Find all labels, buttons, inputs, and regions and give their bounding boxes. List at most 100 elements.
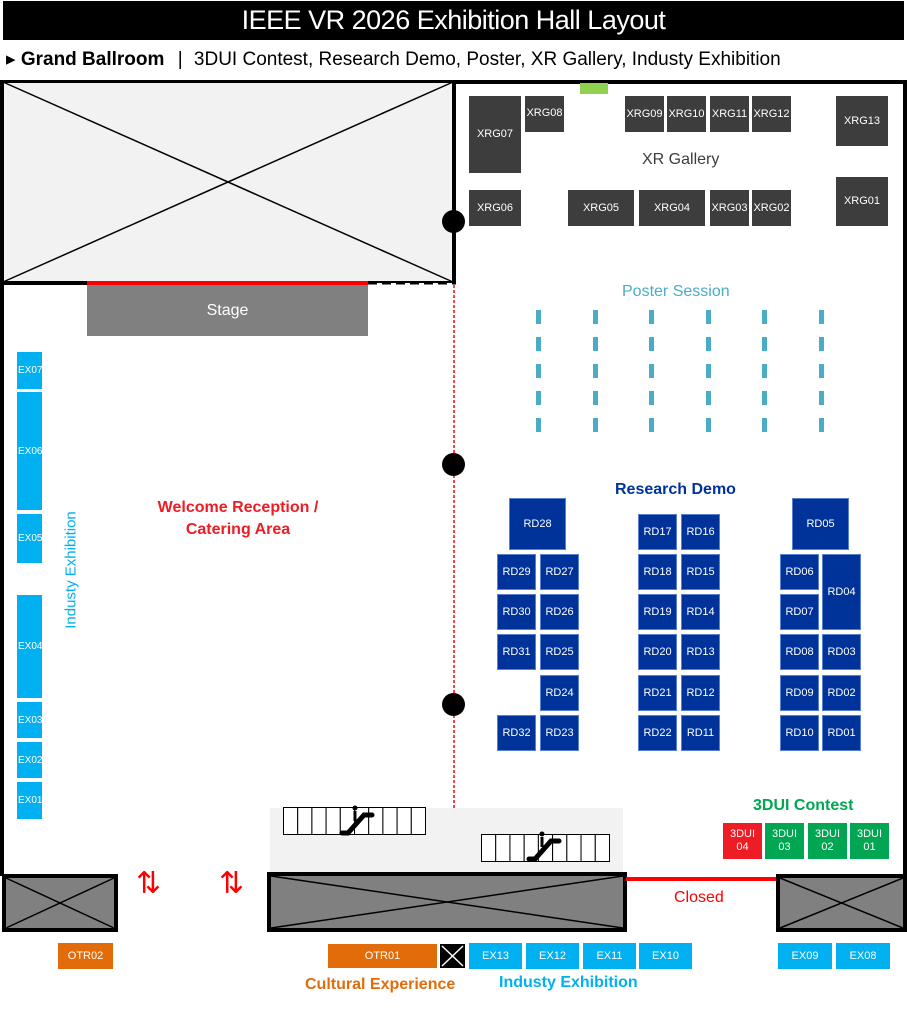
booth-otr01[interactable]: OTR01 [328,944,437,968]
booth-ex04[interactable]: EX04 [17,595,42,698]
poster-board[interactable] [536,418,541,432]
poster-board[interactable] [762,364,767,378]
booth-xrg04[interactable]: XRG04 [639,190,705,226]
poster-board[interactable] [762,337,767,351]
booth-xrg01[interactable]: XRG01 [836,177,888,226]
booth-3dui01[interactable]: 3DUI 01 [850,823,889,859]
booth-rd26[interactable]: RD26 [540,594,579,630]
booth-xrg06[interactable]: XRG06 [469,190,521,226]
booth-xrg02[interactable]: XRG02 [752,190,791,226]
poster-board[interactable] [706,337,711,351]
booth-xrg08[interactable]: XRG08 [525,96,564,132]
poster-board[interactable] [819,310,824,324]
booth-xrg13[interactable]: XRG13 [836,96,888,146]
booth-rd21[interactable]: RD21 [638,675,677,711]
booth-rd18[interactable]: RD18 [638,554,677,590]
booth-rd10[interactable]: RD10 [780,715,819,751]
booth-3dui02[interactable]: 3DUI 02 [808,823,847,859]
booth-rd31[interactable]: RD31 [497,634,536,670]
booth-rd13[interactable]: RD13 [681,634,720,670]
booth-rd07[interactable]: RD07 [780,594,819,630]
poster-board[interactable] [706,310,711,324]
booth-xrg11[interactable]: XRG11 [710,96,749,132]
poster-board[interactable] [706,364,711,378]
booth-rd30[interactable]: RD30 [497,594,536,630]
poster-board[interactable] [593,310,598,324]
poster-board[interactable] [649,364,654,378]
industry-exhibition-bottom-label: Industy Exhibition [499,974,638,991]
booth-rd15[interactable]: RD15 [681,554,720,590]
booth-xrg07[interactable]: XRG07 [469,96,521,173]
poster-board[interactable] [819,364,824,378]
booth-ex06[interactable]: EX06 [17,392,42,510]
booth-3dui04[interactable]: 3DUI 04 [723,823,762,859]
booth-rd06[interactable]: RD06 [780,554,819,590]
poster-board[interactable] [649,391,654,405]
booth-rd22[interactable]: RD22 [638,715,677,751]
booth-rd19[interactable]: RD19 [638,594,677,630]
booth-rd08[interactable]: RD08 [780,634,819,670]
booth-xrg09[interactable]: XRG09 [625,96,664,132]
poster-board[interactable] [593,364,598,378]
poster-board[interactable] [536,391,541,405]
booth-rd02[interactable]: RD02 [822,675,861,711]
booth-rd24[interactable]: RD24 [540,675,579,711]
booth-otr02[interactable]: OTR02 [58,943,113,969]
booth-rd05[interactable]: RD05 [792,498,849,550]
booth-ex11[interactable]: EX11 [583,943,636,969]
poster-board[interactable] [762,310,767,324]
poster-board[interactable] [536,364,541,378]
booth-rd29[interactable]: RD29 [497,554,536,590]
poster-board[interactable] [706,391,711,405]
booth-rd27[interactable]: RD27 [540,554,579,590]
poster-board[interactable] [649,310,654,324]
poster-board[interactable] [536,337,541,351]
booth-rd23[interactable]: RD23 [540,715,579,751]
event-list: 3DUI Contest, Research Demo, Poster, XR … [193,49,781,70]
booth-ex09[interactable]: EX09 [778,943,832,969]
welcome-line-1: Welcome Reception / [157,499,319,516]
booth-xrg05[interactable]: XRG05 [568,190,634,226]
booth-ex12[interactable]: EX12 [526,943,579,969]
poster-board[interactable] [819,391,824,405]
booth-ex03[interactable]: EX03 [17,702,42,738]
booth-rd11[interactable]: RD11 [681,715,720,751]
triangle-bullet-icon: ▸ [6,49,16,70]
poster-board[interactable] [819,418,824,432]
booth-xrg03[interactable]: XRG03 [710,190,749,226]
booth-rd25[interactable]: RD25 [540,634,579,670]
booth-rd09[interactable]: RD09 [780,675,819,711]
booth-rd12[interactable]: RD12 [681,675,720,711]
poster-board[interactable] [706,418,711,432]
booth-rd16[interactable]: RD16 [681,514,720,550]
poster-board[interactable] [819,337,824,351]
booth-rd04[interactable]: RD04 [822,554,861,630]
poster-board[interactable] [593,337,598,351]
poster-board[interactable] [649,337,654,351]
booth-rd28[interactable]: RD28 [509,498,566,550]
booth-ex08[interactable]: EX08 [836,943,890,969]
poster-board[interactable] [762,418,767,432]
poster-board[interactable] [536,310,541,324]
booth-ex10[interactable]: EX10 [639,943,692,969]
booth-rd14[interactable]: RD14 [681,594,720,630]
booth-ex02[interactable]: EX02 [17,742,42,778]
booth-3dui03[interactable]: 3DUI 03 [765,823,804,859]
booth-rd03[interactable]: RD03 [822,634,861,670]
booth-ex01[interactable]: EX01 [17,782,42,819]
poster-board[interactable] [593,418,598,432]
booth-ex07[interactable]: EX07 [17,352,42,389]
booth-rd32[interactable]: RD32 [497,715,536,751]
booth-label: 3DUI [729,828,756,840]
booth-xrg10[interactable]: XRG10 [667,96,706,132]
booth-xrg12[interactable]: XRG12 [752,96,791,132]
booth-rd01[interactable]: RD01 [822,715,861,751]
booth-ex13[interactable]: EX13 [469,943,522,969]
booth-rd17[interactable]: RD17 [638,514,677,550]
booth-ex05[interactable]: EX05 [17,514,42,563]
booth-rd20[interactable]: RD20 [638,634,677,670]
escalator-step [566,834,582,862]
poster-board[interactable] [593,391,598,405]
poster-board[interactable] [649,418,654,432]
poster-board[interactable] [762,391,767,405]
